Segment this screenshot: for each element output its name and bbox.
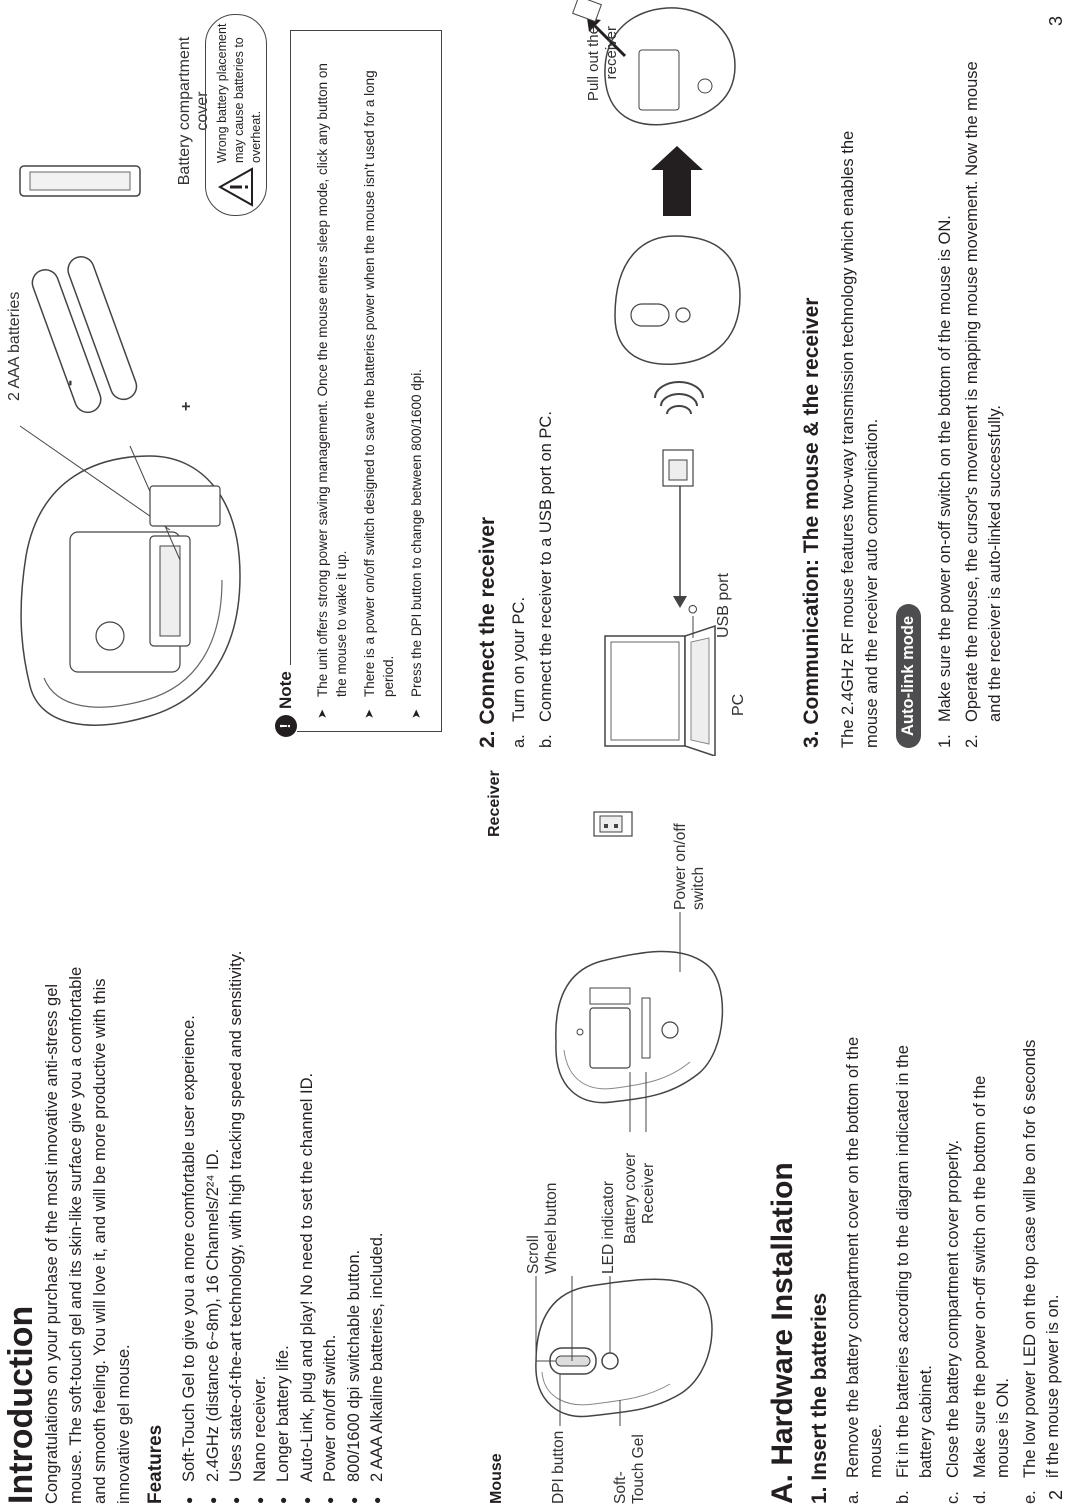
section-title: A. Hardware Installation bbox=[766, 1162, 799, 1504]
svg-text:⭘: ⭘ bbox=[686, 604, 700, 614]
feature-item: Nano receiver. bbox=[249, 784, 273, 1504]
step1-title: 1. Insert the batteries bbox=[808, 1292, 831, 1504]
label-scroll: Scroll bbox=[525, 1235, 542, 1274]
intro-text: Congratulations on your purchase of the … bbox=[43, 966, 133, 1504]
feature-item: Auto-Link, plug and play! No need to set… bbox=[296, 784, 320, 1504]
label-receiver: Receiver bbox=[640, 1162, 657, 1224]
step2-item: b.Connect the receiver to a USB port on … bbox=[537, 411, 555, 748]
plus-sign: + bbox=[178, 401, 195, 411]
warning-box: Wrong battery placement may cause batter… bbox=[205, 14, 267, 216]
feature-item: 2 AAA Alkaline batteries, included. bbox=[366, 784, 390, 1504]
connection-diagram: ⭘ bbox=[572, 0, 741, 756]
page-2: 2 Introduction Congratulations on your p… bbox=[0, 756, 1077, 1512]
step1-item: a.Remove the battery compartment cover o… bbox=[844, 1036, 885, 1504]
note-item: There is a power on/off switch designed … bbox=[360, 59, 398, 719]
pull-out-label: Pull out the receiver bbox=[585, 26, 620, 102]
label-battery-cover: Battery cover bbox=[622, 1152, 639, 1244]
page-number: 3 bbox=[1046, 15, 1066, 26]
step2-item: a.Turn on your PC. bbox=[510, 596, 528, 748]
feature-item: Uses state-of-the-art technology, with h… bbox=[225, 784, 249, 1504]
step1-item: d.Make sure the power on-off switch on t… bbox=[971, 1075, 1012, 1504]
exclamation-icon: ! bbox=[275, 715, 297, 737]
step2-title: 2. Connect the receiver bbox=[476, 516, 499, 748]
warning-text: Wrong battery placement may cause batter… bbox=[215, 23, 263, 163]
batteries-label: 2 AAA batteries bbox=[6, 291, 23, 401]
note-item: The unit offers strong power saving mana… bbox=[313, 59, 351, 719]
step3-text: The 2.4GHz RF mouse features two-way tra… bbox=[839, 130, 881, 748]
pc-label: PC bbox=[730, 693, 747, 716]
page-2-rotated: 2 Introduction Congratulations on your p… bbox=[0, 756, 1077, 1512]
note-box: ! Note The unit offers strong power savi… bbox=[275, 30, 442, 743]
step2-list: a.Turn on your PC. b.Connect the receive… bbox=[508, 148, 562, 748]
feature-item: 2.4GHz (distance 6~8m), 16 Channels/2²⁴ … bbox=[202, 784, 226, 1504]
autolink-label: Auto-link mode bbox=[896, 603, 921, 748]
note-item: Press the DPI button to change between 8… bbox=[407, 59, 426, 719]
feature-item: Power on/off switch. bbox=[319, 784, 343, 1504]
step1-item: e.The low power LED on the top case will… bbox=[1021, 1039, 1062, 1504]
battery-diagram bbox=[19, 165, 241, 726]
label-led-indicator: LED indicator bbox=[600, 1180, 617, 1274]
note-title: Note bbox=[276, 671, 295, 709]
autolink-badge: Auto-link mode bbox=[896, 603, 921, 748]
step1-item: c.Close the battery compartment cover pr… bbox=[944, 1139, 962, 1504]
label-power-switch: Power on/off switch bbox=[672, 823, 707, 910]
step1-list: a.Remove the battery compartment cover o… bbox=[842, 1034, 1069, 1504]
label-wheel-button: Wheel button bbox=[543, 1182, 560, 1274]
receiver-label: Receiver bbox=[486, 770, 503, 837]
mouse-label: Mouse bbox=[488, 1453, 505, 1504]
warning-icon bbox=[217, 167, 253, 207]
features-list: Soft-Touch Gel to give you a more comfor… bbox=[178, 784, 390, 1504]
step3-item: 2.Operate the mouse, the cursor's moveme… bbox=[963, 61, 1004, 748]
features-heading: Features bbox=[145, 1424, 166, 1504]
step3-item: 1.Make sure the power on-off switch on t… bbox=[936, 215, 954, 748]
feature-item: Soft-Touch Gel to give you a more comfor… bbox=[178, 784, 202, 1504]
page-title: Introduction bbox=[2, 1305, 40, 1504]
mouse-diagram bbox=[535, 811, 724, 1426]
usb-port-label: USB port bbox=[715, 573, 732, 638]
note-header: ! Note bbox=[275, 665, 297, 743]
step3-title: 3. Communication: The mouse & the receiv… bbox=[800, 297, 823, 748]
label-soft-touch-gel: Soft-Touch Gel bbox=[612, 1434, 647, 1504]
step3-list: 1.Make sure the power on-off switch on t… bbox=[934, 48, 1011, 748]
feature-item: Longer battery life. bbox=[272, 784, 296, 1504]
minus-sign: - bbox=[59, 380, 79, 386]
feature-item: 800/1600 dpi switchable button. bbox=[343, 784, 367, 1504]
note-list: The unit offers strong power saving mana… bbox=[313, 59, 435, 719]
label-dpi-button: DPI button bbox=[550, 1430, 567, 1504]
page-3: 3 2 AAA batteri bbox=[0, 0, 1077, 756]
step1-item: b.Fit in the batteries according to the … bbox=[894, 1045, 935, 1504]
page-3-rotated: 3 2 AAA batteri bbox=[0, 0, 1077, 756]
